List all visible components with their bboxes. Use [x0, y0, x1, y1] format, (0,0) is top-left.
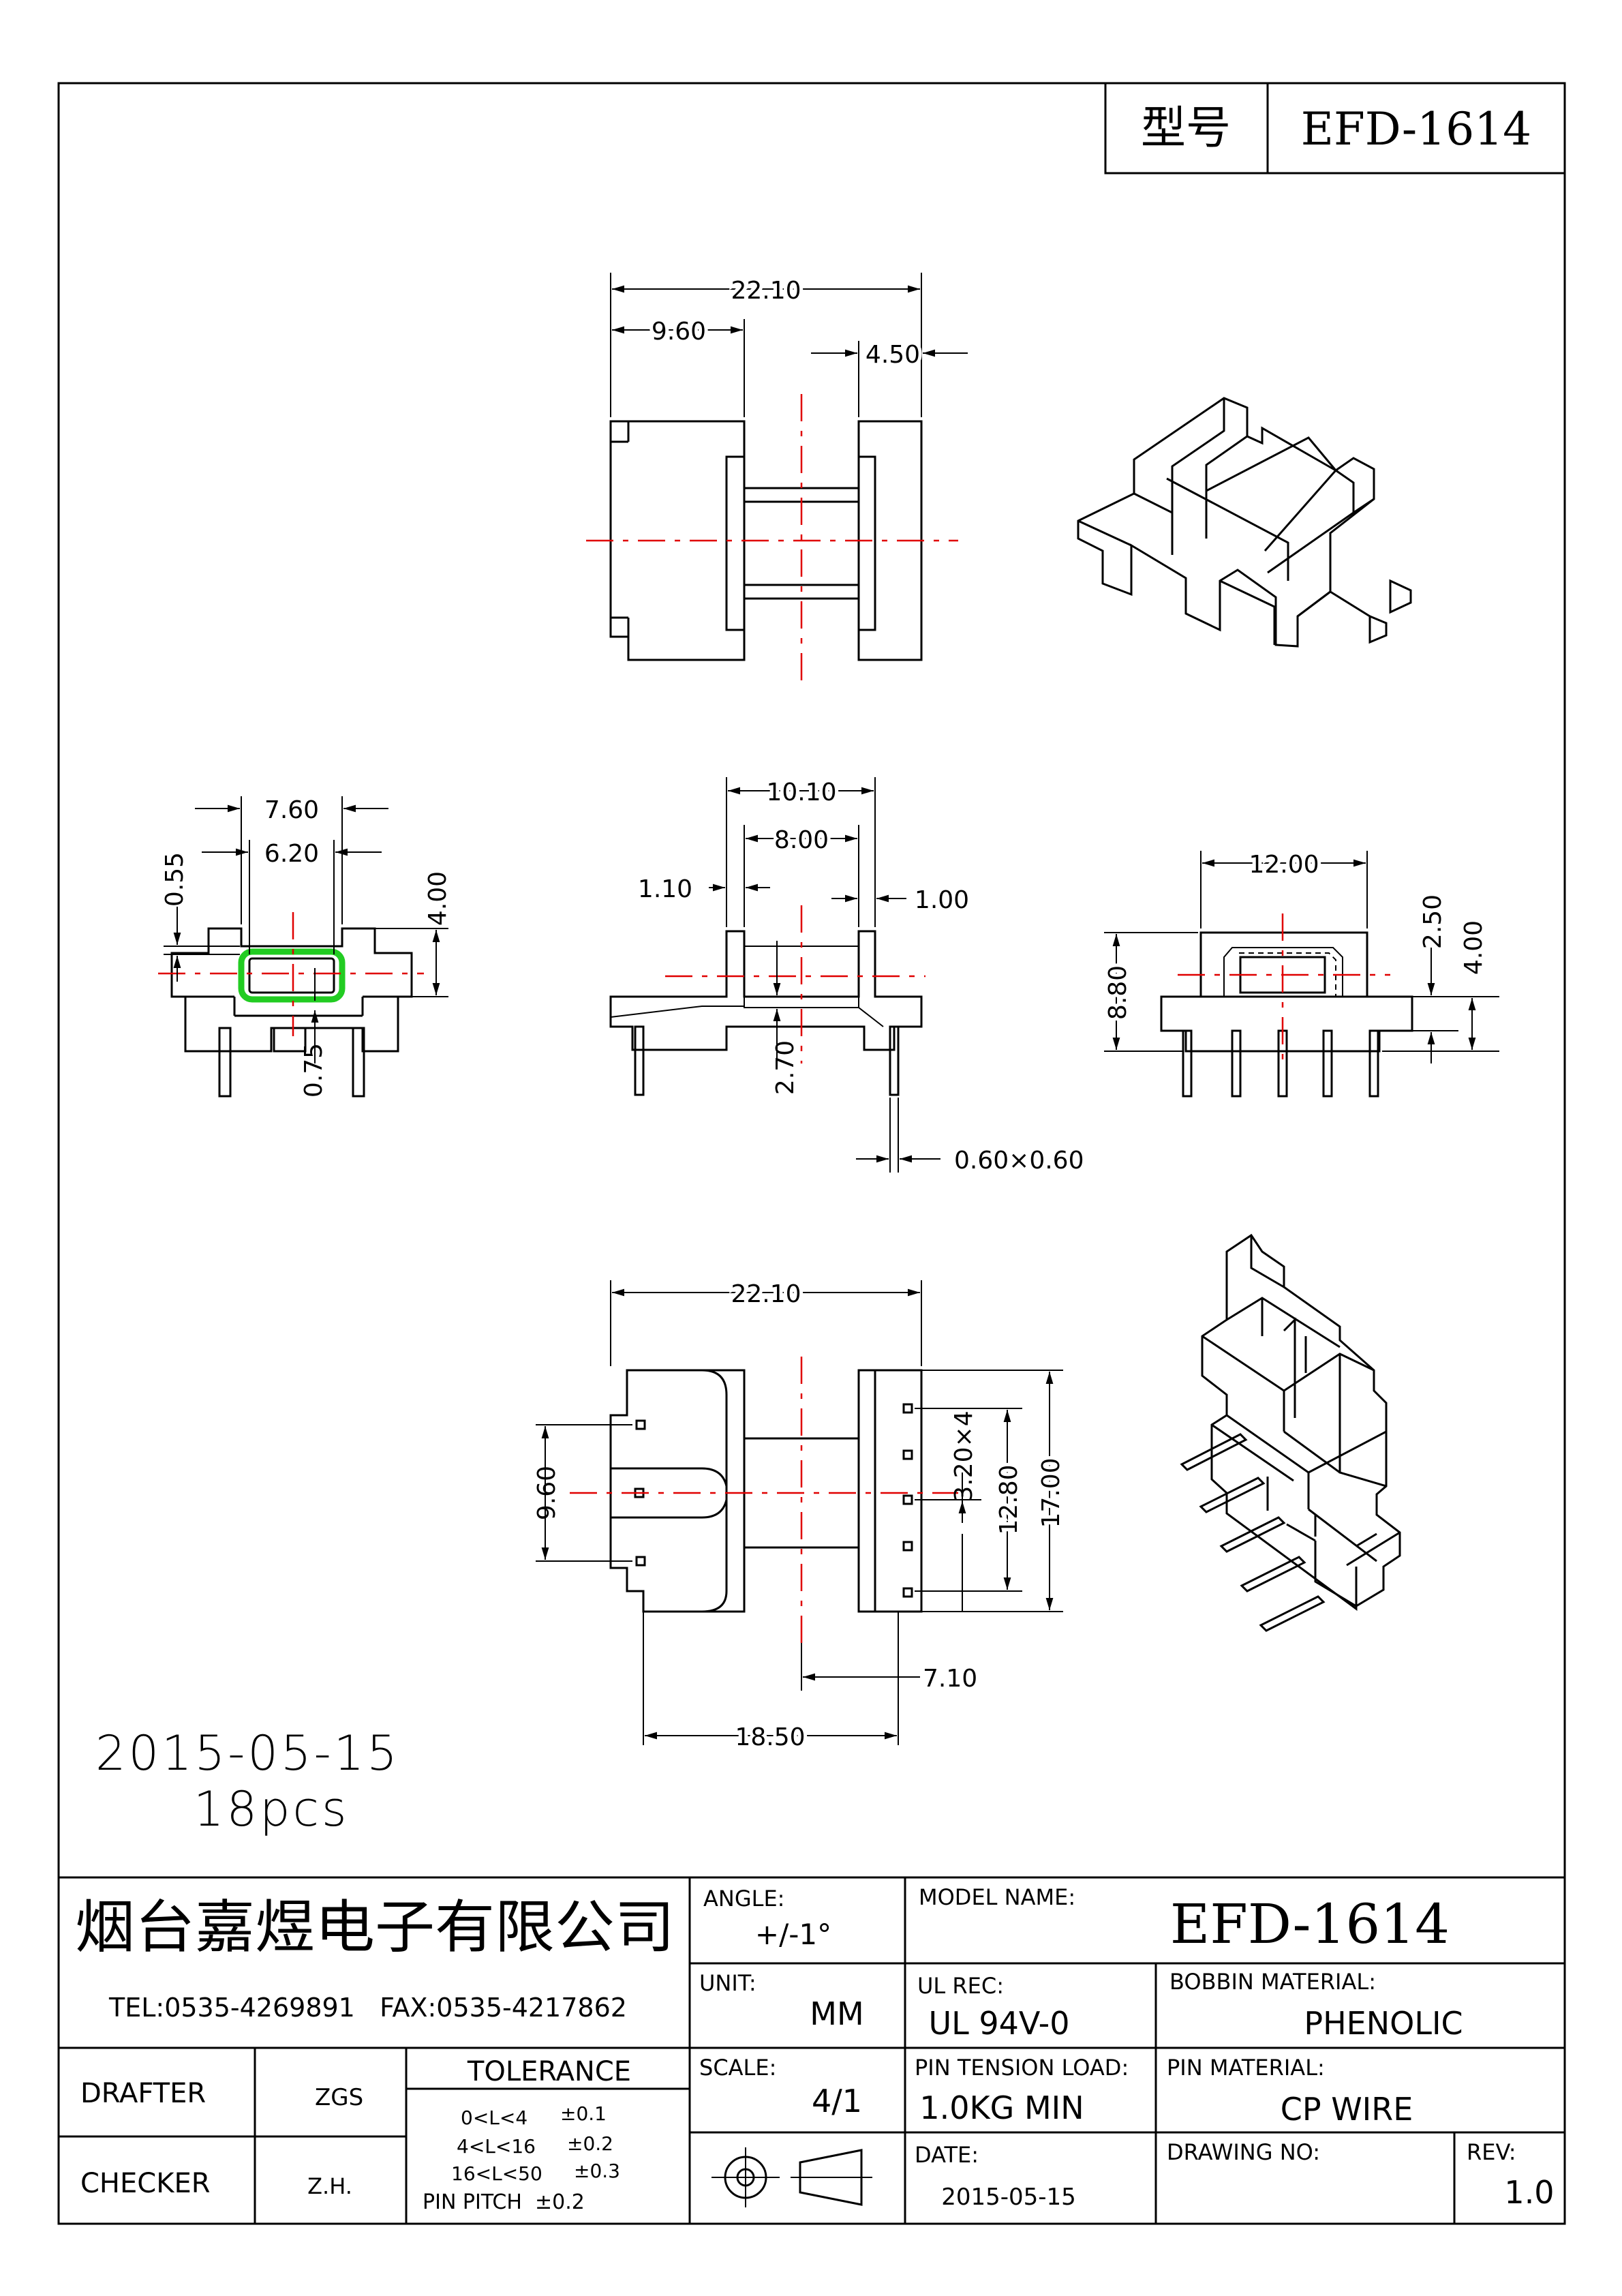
checker-label: CHECKER	[80, 2168, 211, 2199]
bottom-dim-18-50: 18.50	[735, 1723, 805, 1751]
bottom-dim-22-10: 22.10	[731, 1280, 801, 1308]
bottom-dim-17-00: 17.00	[1037, 1457, 1065, 1528]
right-dim-2-50: 2.50	[1419, 894, 1447, 949]
angle-value: +/-1°	[755, 1918, 831, 1951]
unit-value: MM	[810, 1995, 863, 2032]
company-contact: TEL:0535-4269891 FAX:0535-4217862	[108, 1993, 627, 2023]
front-dim-1-00: 1.00	[915, 886, 969, 914]
front-dim-8-00: 8.00	[774, 826, 829, 854]
pin-material-value: CP WIRE	[1281, 2091, 1413, 2128]
header-type-value: EFD-1614	[1301, 103, 1531, 155]
bobbin-label: BOBBIN MATERIAL:	[1169, 1969, 1376, 1995]
left-dim-7-60: 7.60	[264, 796, 319, 824]
drafter-label: DRAFTER	[80, 2078, 206, 2109]
date-value: 2015-05-15	[941, 2184, 1076, 2211]
title-block: 烟台嘉煜电子有限公司 TEL:0535-4269891 FAX:0535-421…	[59, 1876, 1565, 2224]
tolerance-range-3: 16<L<50	[451, 2162, 542, 2185]
pin-pitch: PIN PITCH ±0.2	[423, 2190, 585, 2214]
drawing-no-label: DRAWING NO:	[1167, 2139, 1320, 2165]
front-dim-1-10: 1.10	[638, 875, 692, 903]
projection-symbol	[711, 2147, 872, 2207]
right-dim-12-00: 12.00	[1249, 851, 1319, 879]
pin-tension-label: PIN TENSION LOAD:	[915, 2055, 1129, 2081]
front-view: 10.10 8.00 1.10 1.00 2.70 0.60×0.60	[609, 775, 1084, 1175]
front-dim-pin-size: 0.60×0.60	[954, 1147, 1084, 1175]
model-value: EFD-1614	[1170, 1892, 1450, 1956]
bottom-dim-7-10: 7.10	[923, 1665, 977, 1693]
ul-value: UL 94V-0	[928, 2005, 1069, 2042]
rev-value: 1.0	[1504, 2174, 1554, 2211]
header-type-label: 型号	[1141, 102, 1231, 154]
top-dim-flange-width: 9.60	[652, 318, 706, 346]
ul-label: UL REC:	[917, 1973, 1004, 1999]
bottom-dim-pin-pitch: 3.20×4	[950, 1410, 978, 1501]
pin-material-label: PIN MATERIAL:	[1167, 2055, 1325, 2081]
scale-label: SCALE:	[699, 2055, 776, 2081]
isometric-view-bottom	[1180, 1233, 1401, 1632]
company-name: 烟台嘉煜电子有限公司	[75, 1894, 675, 1961]
note-qty: 18pcs	[194, 1781, 349, 1837]
tolerance-value-1: ±0.1	[560, 2102, 607, 2125]
pin-tension-value: 1.0KG MIN	[919, 2089, 1084, 2126]
tolerance-value-3: ±0.3	[574, 2160, 620, 2182]
tolerance-label: TOLERANCE	[467, 2056, 631, 2087]
right-dim-4-00: 4.00	[1460, 920, 1488, 975]
right-dim-8-80: 8.80	[1104, 965, 1132, 1020]
front-dim-2-70: 2.70	[771, 1040, 799, 1095]
rev-label: REV:	[1467, 2139, 1516, 2165]
scale-value: 4/1	[812, 2083, 862, 2119]
isometric-view-top	[1077, 397, 1412, 648]
checker-value: Z.H.	[307, 2173, 352, 2199]
date-label: DATE:	[915, 2142, 979, 2168]
left-side-view: 7.60 6.20 0.55 4.00 0.75	[158, 796, 452, 1098]
bottom-view: 22.10 9.60 3.20×4 12.80 17.00 7.10 18.50	[533, 1277, 1069, 1755]
model-label: MODEL NAME:	[919, 1884, 1075, 1910]
left-dim-4-00: 4.00	[424, 871, 452, 926]
sheet-border	[57, 82, 1566, 2225]
left-dim-6-20: 6.20	[264, 840, 319, 868]
top-dim-overall-width: 22.10	[731, 277, 801, 305]
bobbin-value: PHENOLIC	[1304, 2005, 1463, 2042]
drafter-value: ZGS	[315, 2084, 363, 2111]
left-dim-0-55: 0.55	[161, 852, 189, 907]
note-date: 2015-05-15	[95, 1725, 400, 1781]
top-view: 22.10 9.60 4.50	[586, 273, 968, 682]
unit-label: UNIT:	[699, 1970, 756, 1996]
bottom-dim-12-80: 12.80	[995, 1464, 1023, 1535]
header-model-box: 型号 EFD-1614	[1104, 82, 1566, 175]
angle-label: ANGLE:	[703, 1886, 784, 1912]
tolerance-value-2: ±0.2	[567, 2132, 613, 2155]
bottom-dim-9-60: 9.60	[533, 1466, 561, 1520]
front-dim-10-10: 10.10	[766, 779, 836, 806]
right-side-view: 12.00 8.80 2.50 4.00	[1101, 847, 1499, 1098]
left-dim-0-75: 0.75	[300, 1043, 328, 1098]
top-dim-right-flange: 4.50	[866, 341, 920, 369]
tolerance-range-1: 0<L<4	[461, 2106, 527, 2129]
tolerance-range-2: 4<L<16	[457, 2135, 536, 2158]
